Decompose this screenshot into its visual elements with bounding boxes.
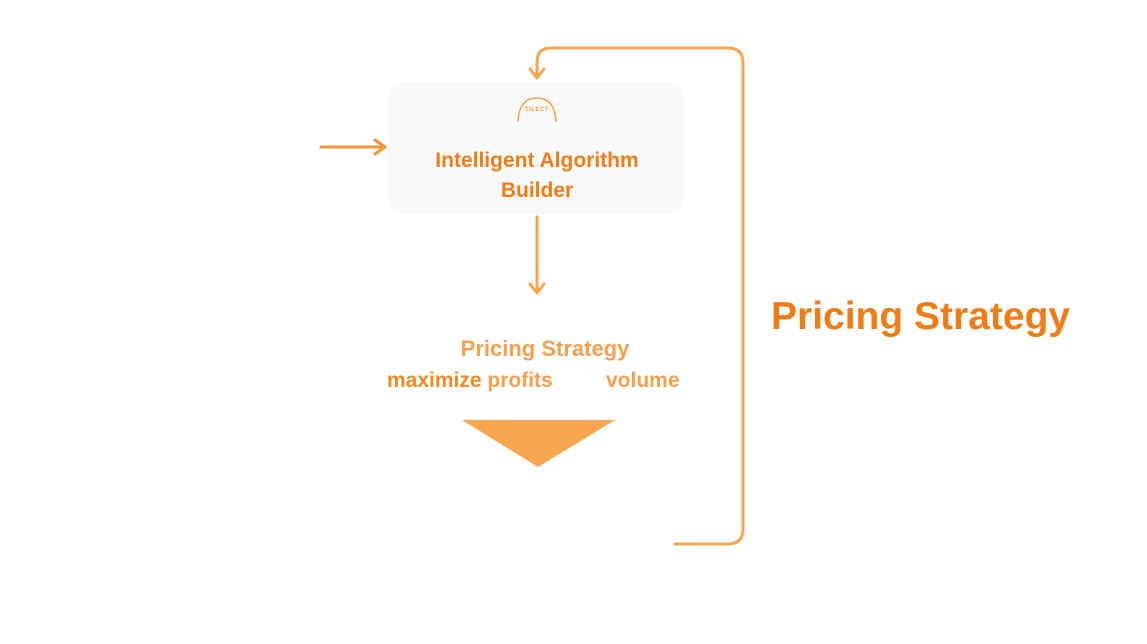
- loop-arrow-icon: [535, 46, 745, 546]
- builder-title: Intelligent Algorithm Builder: [398, 146, 676, 206]
- goal-volume: volume: [606, 369, 680, 392]
- triangle-down-icon: [462, 420, 615, 467]
- builder-card: [388, 82, 684, 214]
- goal-emphasis: maximize: [387, 369, 482, 392]
- logo-arc-icon: [517, 97, 557, 123]
- builder-title-line2: Builder: [500, 179, 574, 202]
- logo-text: TILECT: [525, 107, 549, 113]
- tilect-logo: TILECT: [515, 96, 559, 124]
- diagram-title: Pricing Strategy: [771, 295, 1071, 338]
- strategy-goals: maximize profits volume: [387, 369, 680, 393]
- arrow-down-icon: [528, 215, 546, 295]
- arrow-right-icon: [319, 138, 387, 156]
- goal-rest: profits: [487, 369, 553, 392]
- builder-title-line1: Intelligent Algorithm: [435, 149, 639, 172]
- loop-arrowhead-icon: [528, 67, 546, 80]
- strategy-label: Pricing Strategy: [460, 336, 630, 361]
